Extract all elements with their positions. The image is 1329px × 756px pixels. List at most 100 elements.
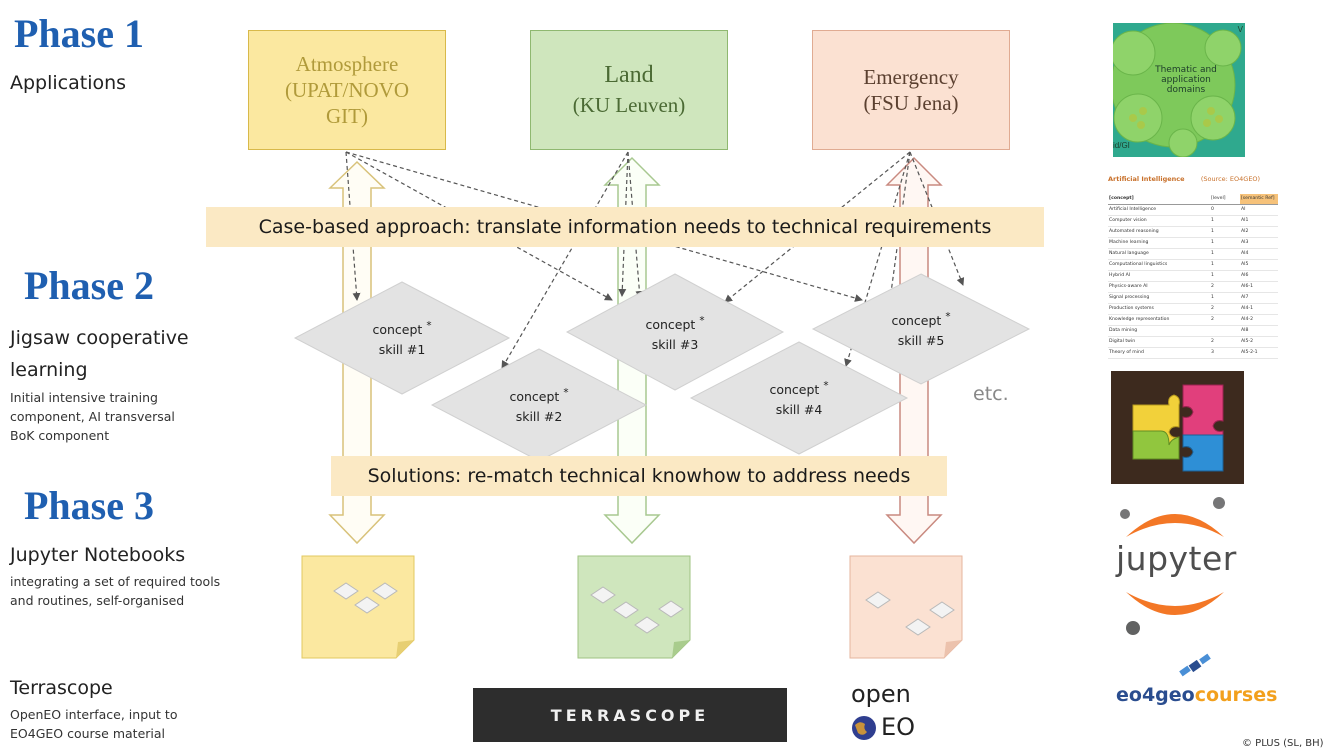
openeo-globe-icon: [852, 716, 876, 740]
phase-3-desc-line2: and routines, self-organised: [10, 593, 185, 608]
terrascope-banner: TERRASCOPE: [473, 688, 787, 742]
bok-table-row: Computational linguistics 1 AI5: [1108, 260, 1278, 271]
bok-cell-ref: AI5-2-2: [1240, 359, 1278, 361]
bok-cell-concept: Signal processing: [1109, 295, 1150, 300]
puzzle-pieces: [1132, 384, 1224, 472]
bok-cell-level: 1: [1211, 229, 1214, 234]
bok-cell-ref: AI4-2: [1241, 317, 1254, 322]
thematic-label: Thematic and application domains: [1155, 65, 1217, 95]
satellite-icon: [1179, 653, 1211, 677]
bok-cell-level: 2: [1211, 306, 1214, 311]
bok-cell-ref: AI4: [1241, 251, 1249, 256]
bok-table-row: Artificial Intelligence 0 AI: [1108, 205, 1278, 216]
bok-cell-ref: AI5: [1241, 262, 1249, 267]
concept-3-word: concept: [645, 317, 696, 333]
bok-cell-ref: AI8: [1241, 328, 1249, 333]
concept-3-skill: skill #3: [651, 337, 699, 353]
phase-3-title: Phase 3: [24, 483, 154, 528]
bok-cell-level: 2: [1211, 339, 1214, 344]
concept-3-star: *: [699, 315, 705, 327]
terrascope-banner-text: TERRASCOPE: [550, 705, 710, 725]
bok-cell-concept: Automated reasoning: [1109, 229, 1159, 234]
bok-cell-concept: Machine learning: [1109, 240, 1149, 245]
concept-5-word: concept: [891, 313, 942, 329]
eo4geo-wordmark: eo4geocourses: [1116, 684, 1277, 706]
concept-1-star: *: [426, 320, 432, 332]
bok-table-row: Automated reasoning 1 AI2: [1108, 227, 1278, 238]
bok-table-image: Artificial Intelligence (Source: EO4GEO)…: [1108, 172, 1284, 360]
bok-cell-concept: Production systems: [1109, 306, 1154, 311]
atmosphere-notebook-note: [301, 555, 415, 659]
jigsaw-puzzle-image: [1111, 371, 1244, 484]
bok-table-header-row: [concept] [level] [semantic Ref]: [1108, 194, 1278, 205]
jupyter-logo-graphic: [1120, 497, 1225, 635]
emergency-box-line1: Emergency: [863, 65, 959, 89]
land-notebook-note: [577, 555, 691, 659]
bok-cell-ref: AI1: [1241, 218, 1249, 223]
bok-cell-level: 1: [1211, 218, 1214, 223]
case-based-band: Case-based approach: translate informati…: [206, 207, 1044, 247]
thematic-partial-2: id/GI: [1113, 141, 1130, 150]
concept-diamonds: [293, 273, 1031, 462]
emergency-notebook-note: [849, 555, 963, 659]
phase-2-desc-line2: component, AI transversal: [10, 409, 175, 424]
bok-cell-level: 1: [1211, 273, 1214, 278]
bok-cell-ref: AI: [1241, 207, 1246, 212]
concept-2-star: *: [563, 387, 569, 399]
emergency-box: Emergency (FSU Jena): [812, 30, 1010, 150]
bok-cell-concept: Computer vision: [1109, 218, 1147, 223]
concept-4-star: *: [823, 380, 829, 392]
bok-cell-concept: Physics-aware AI: [1109, 284, 1148, 289]
bok-cell-level: 1: [1211, 240, 1214, 245]
emergency-box-line2: (FSU Jena): [863, 91, 959, 115]
concept-label-4: concept * skill #4: [742, 376, 856, 420]
bok-cell-concept: Natural language: [1109, 251, 1149, 256]
eo4geo-prefix: eo4geo: [1116, 684, 1195, 706]
concept-diamond-4: [689, 341, 909, 455]
bok-cell-level: 1: [1211, 251, 1214, 256]
bok-cell-ref: AI2: [1241, 229, 1249, 234]
bok-table-body: Artificial Intelligence 0 AI Computer visio…: [1108, 205, 1278, 361]
concept-diamond-1: [293, 281, 511, 395]
concept-label-1: concept * skill #1: [345, 316, 459, 360]
copyright: © PLUS (SL, BH): [1242, 738, 1324, 749]
bok-cell-ref: AI6: [1241, 273, 1249, 278]
bok-table-row: Data mining AI8: [1108, 326, 1278, 337]
terrascope-title: Terrascope: [10, 677, 113, 699]
bok-cell-concept: Theory of mind: [1109, 350, 1144, 355]
concept-label-2: concept * skill #2: [482, 383, 596, 427]
bok-table-title: Artificial Intelligence: [1108, 175, 1185, 183]
phase-2-subtitle-line2: learning: [10, 359, 88, 381]
land-box-line2: (KU Leuven): [572, 93, 686, 117]
bok-cell-level: 0: [1211, 207, 1214, 212]
bok-cell-concept: Self-aware AI: [1108, 359, 1210, 361]
bok-cell-level: [1210, 326, 1240, 337]
land-box: Land (KU Leuven): [530, 30, 728, 150]
bok-table-row: Theory of mind 3 AI5-2-1: [1108, 348, 1278, 359]
bok-cell-concept: Artificial Intelligence: [1109, 207, 1157, 212]
bok-table-header-ref: [semantic Ref]: [1240, 194, 1278, 205]
bok-cell-level: 3: [1211, 350, 1214, 355]
solutions-band: Solutions: re-match technical knowhow to…: [331, 456, 947, 496]
bok-cell-ref: AI4-1: [1241, 306, 1254, 311]
jupyter-wordmark: jupyter: [1116, 539, 1237, 578]
bok-table-title-row: Artificial Intelligence (Source: EO4GEO): [1108, 172, 1284, 186]
etc-label: etc.: [973, 383, 1009, 405]
phase-1-subtitle: Applications: [10, 72, 127, 94]
bok-table-row: Natural language 1 AI4: [1108, 249, 1278, 260]
phase-3-desc-line1: integrating a set of required tools: [10, 574, 221, 589]
thematic-partial-1: V: [1237, 25, 1243, 34]
bok-cell-ref: AI5-2-1: [1241, 350, 1258, 355]
bok-cell-level: 2: [1211, 284, 1214, 289]
terrascope-desc-line1: OpenEO interface, input to: [10, 707, 178, 722]
openeo-word-open: open: [851, 680, 911, 708]
bok-table-row: Self-aware AI3AI5-2-2: [1108, 359, 1278, 361]
concept-4-skill: skill #4: [775, 402, 823, 418]
bok-cell-ref: AI6-1: [1241, 284, 1254, 289]
bok-cell-level: 1: [1211, 262, 1214, 267]
bok-cell-concept: Computational linguistics: [1109, 262, 1168, 267]
bok-cell-concept: Data mining: [1109, 328, 1138, 333]
